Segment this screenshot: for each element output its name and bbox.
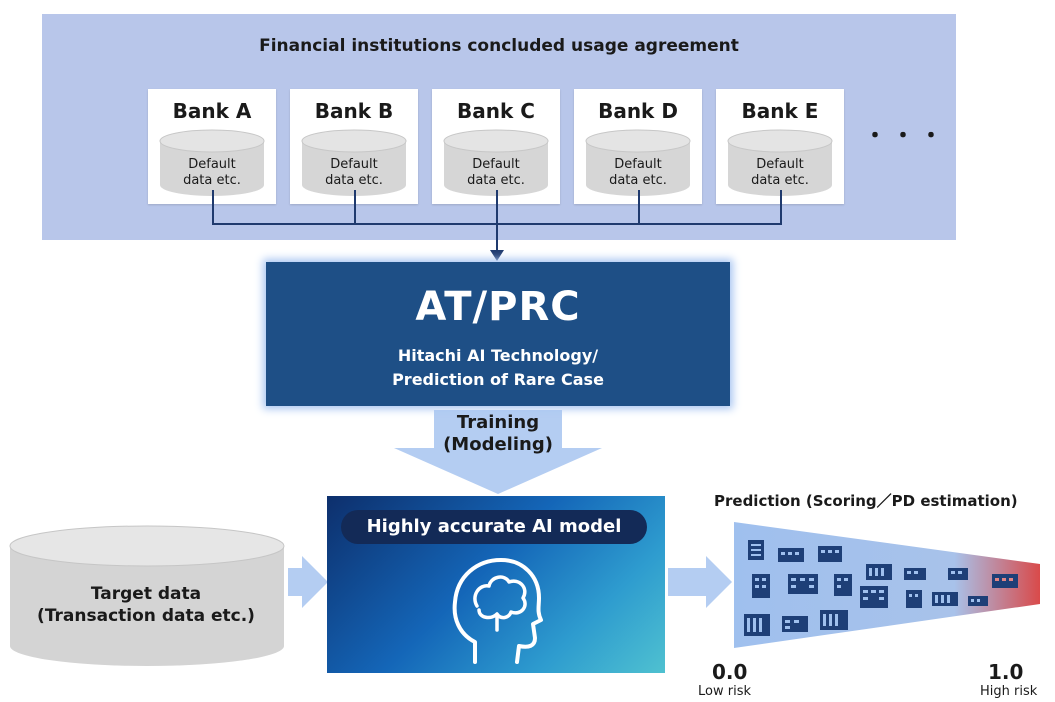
database-cylinder-icon: [301, 129, 407, 196]
bank-name: Bank A: [172, 99, 252, 123]
prediction-title: Prediction (Scoring／PD estimation): [714, 492, 1018, 510]
building-icon: [778, 548, 804, 562]
financial-institutions-panel: Financial institutions concluded usage a…: [42, 14, 956, 240]
building-icon: [834, 574, 852, 596]
database-cylinder-icon: [159, 129, 265, 196]
building-icon: [948, 568, 968, 580]
high-risk-value: 1.0: [988, 660, 1024, 684]
brain-head-icon: [452, 558, 543, 664]
building-icon: [904, 568, 926, 580]
low-risk-label: Low risk: [698, 684, 751, 699]
building-icon: [968, 596, 988, 606]
building-icon: [744, 614, 770, 636]
building-icon: [820, 610, 848, 630]
right-arrow-icon: [288, 556, 328, 608]
panel-title: Financial institutions concluded usage a…: [259, 36, 739, 56]
database-cylinder-icon: [727, 129, 833, 196]
bank-name: Bank D: [598, 99, 678, 123]
atprc-subtitle: Hitachi AI Technology/ Prediction of Rar…: [392, 346, 604, 389]
bank-name: Bank C: [457, 99, 535, 123]
down-arrow-icon: [490, 250, 504, 261]
building-icon: [992, 574, 1018, 588]
ai-model-box: Highly accurate AI model: [327, 496, 665, 673]
building-icon: [782, 616, 808, 632]
more-banks-ellipsis: ・・・: [864, 124, 949, 149]
building-icon: [906, 590, 922, 608]
ai-model-label: Highly accurate AI model: [341, 510, 647, 544]
bank-connector-lines: [212, 190, 782, 252]
database-cylinder-icon: [443, 129, 549, 196]
building-icon: [748, 540, 764, 560]
building-icon: [860, 586, 888, 608]
training-label: Training (Modeling): [443, 412, 553, 455]
target-data-cylinder-icon: [9, 525, 285, 666]
low-risk-value: 0.0: [712, 660, 748, 684]
building-icon: [752, 574, 770, 598]
atprc-box: AT/PRC Hitachi AI Technology/ Prediction…: [266, 262, 730, 406]
building-icon: [932, 592, 958, 606]
building-icons: [744, 540, 1018, 636]
bank-name: Bank E: [741, 99, 819, 123]
target-data-label: Target data (Transaction data etc.): [37, 584, 255, 626]
risk-funnel: [734, 522, 1040, 648]
high-risk-label: High risk: [980, 684, 1038, 699]
building-icon: [788, 574, 818, 594]
right-arrow-icon: [668, 556, 732, 608]
atprc-title: AT/PRC: [415, 284, 581, 330]
database-cylinder-icon: [585, 129, 691, 196]
building-icon: [818, 546, 842, 562]
building-icon: [866, 564, 892, 580]
bank-name: Bank B: [314, 99, 394, 123]
training-arrow-icon: [394, 410, 602, 494]
